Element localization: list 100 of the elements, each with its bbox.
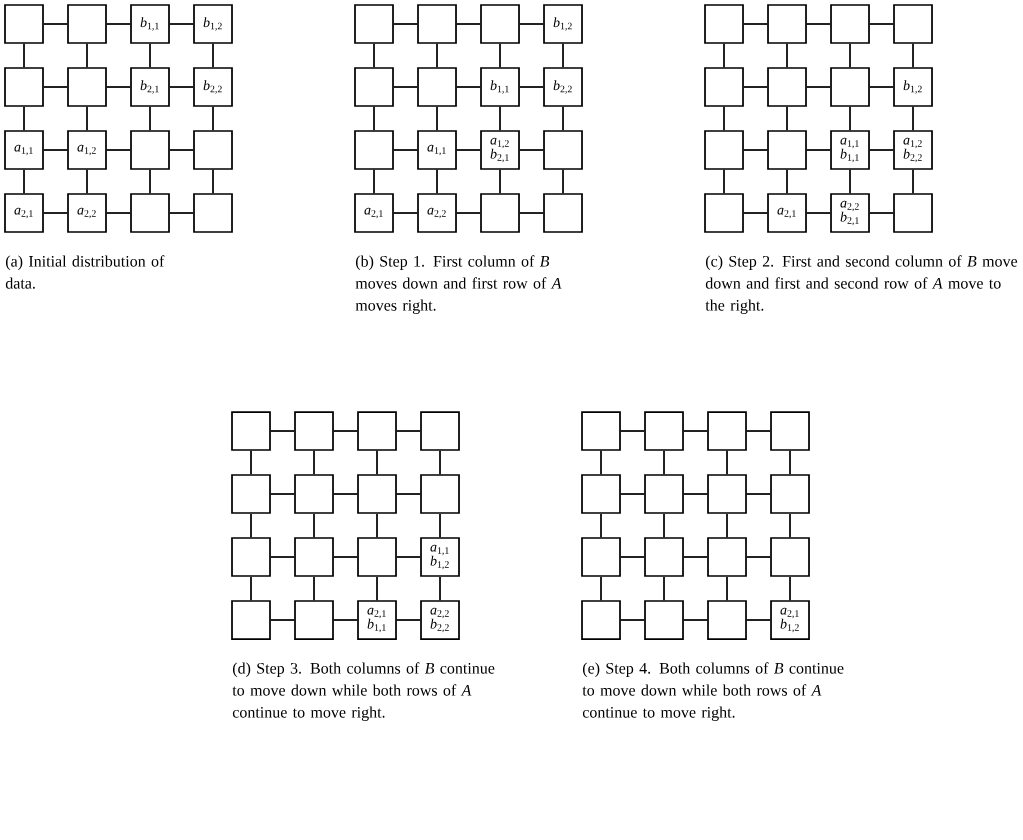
link-line [396, 556, 421, 558]
link-line [373, 169, 375, 194]
link-line [376, 576, 378, 601]
link-line [562, 43, 564, 68]
link-line [270, 493, 295, 495]
processor-box: b$_{1,2}$ [893, 67, 933, 107]
processor-box: a$_{2,1}$ [767, 193, 807, 233]
processor-box [417, 4, 457, 44]
link-line [436, 169, 438, 194]
link-line [683, 430, 708, 432]
link-line [169, 212, 194, 214]
link-line [869, 212, 894, 214]
link-line [663, 450, 665, 475]
link-line [743, 86, 768, 88]
link-line [726, 513, 728, 538]
link-line [806, 86, 831, 88]
link-line [86, 106, 88, 131]
processor-box [707, 411, 747, 451]
link-line [212, 106, 214, 131]
link-line [393, 212, 418, 214]
link-line [456, 149, 481, 151]
processor-box [294, 537, 334, 577]
processor-box [543, 130, 583, 170]
link-line [169, 149, 194, 151]
link-line [912, 169, 914, 194]
processor-box [294, 411, 334, 451]
processor-box [130, 193, 170, 233]
processor-box: b$_{2,2}$ [543, 67, 583, 107]
processor-box [231, 411, 271, 451]
link-line [212, 169, 214, 194]
link-line [789, 450, 791, 475]
link-line [663, 513, 665, 538]
processor-box [354, 4, 394, 44]
link-line [723, 43, 725, 68]
link-line [683, 556, 708, 558]
link-line [499, 169, 501, 194]
link-line [600, 513, 602, 538]
processor-box [231, 537, 271, 577]
link-line [333, 619, 358, 621]
processor-box [704, 67, 744, 107]
link-line [313, 450, 315, 475]
link-line [313, 576, 315, 601]
processor-box [830, 4, 870, 44]
link-line [43, 23, 68, 25]
processor-box [767, 130, 807, 170]
link-line [23, 169, 25, 194]
processor-box: a$_{2,2}$ [67, 193, 107, 233]
link-line [149, 169, 151, 194]
processor-box: a$_{1,2}$ [67, 130, 107, 170]
link-line [849, 169, 851, 194]
processor-box: b$_{2,1}$ [130, 67, 170, 107]
processor-box [644, 474, 684, 514]
link-line [456, 23, 481, 25]
processor-box: b$_{1,2}$ [543, 4, 583, 44]
link-line [436, 43, 438, 68]
processor-box [67, 67, 107, 107]
link-line [600, 450, 602, 475]
processor-box [193, 130, 233, 170]
processor-box [581, 537, 621, 577]
caption: (a) Initial distribution of data. [5, 255, 165, 289]
link-line [600, 576, 602, 601]
link-line [869, 86, 894, 88]
processor-box [707, 474, 747, 514]
link-line [806, 149, 831, 151]
link-line [373, 43, 375, 68]
link-line [746, 493, 771, 495]
link-line [169, 86, 194, 88]
link-line [499, 106, 501, 131]
link-line [746, 430, 771, 432]
processor-box [480, 4, 520, 44]
link-line [726, 450, 728, 475]
link-line [746, 619, 771, 621]
link-line [43, 149, 68, 151]
link-line [86, 169, 88, 194]
processor-box [294, 600, 334, 640]
link-line [519, 212, 544, 214]
link-line [376, 513, 378, 538]
link-line [562, 169, 564, 194]
link-line [270, 556, 295, 558]
processor-box: b$_{2,2}$ [193, 67, 233, 107]
link-line [743, 149, 768, 151]
link-line [869, 23, 894, 25]
processor-box: a$_{1,1}$ [4, 130, 44, 170]
processor-box [4, 4, 44, 44]
link-line [439, 576, 441, 601]
link-line [333, 493, 358, 495]
link-line [333, 430, 358, 432]
caption: (b) Step 1. First column of B moves down and first row of A moves right. [355, 255, 562, 314]
processor-box [357, 474, 397, 514]
link-line [746, 556, 771, 558]
processor-box [704, 193, 744, 233]
link-line [43, 86, 68, 88]
link-line [106, 212, 131, 214]
link-line [393, 86, 418, 88]
link-line [106, 86, 131, 88]
processor-box [67, 4, 107, 44]
processor-box [707, 537, 747, 577]
link-line [396, 430, 421, 432]
processor-box [4, 67, 44, 107]
processor-box [480, 193, 520, 233]
